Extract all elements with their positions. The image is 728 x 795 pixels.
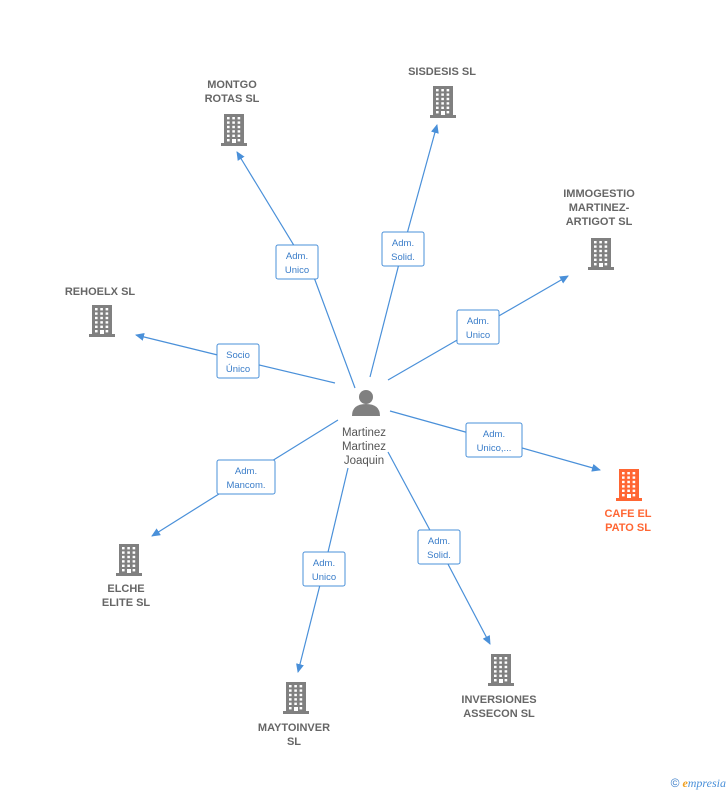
company-label-inversiones: INVERSIONES ASSECON SL (461, 694, 536, 720)
nodes-layer: MONTGO ROTAS SL SISDESIS SL IMMOGESTIO MARTI… (65, 66, 652, 748)
role-box-inversiones[interactable]: Adm. Solid. (417, 529, 461, 565)
role-text: Único (226, 364, 250, 375)
role-text: Unico (466, 330, 490, 341)
building-icon-cafe[interactable] (616, 469, 642, 501)
building-icon-maytoinver[interactable] (283, 682, 309, 714)
company-label-rehoelx: REHOELX SL (65, 286, 136, 298)
role-text: Unico (285, 265, 309, 276)
edges-layer: Adm.UnicoAdm.Solid.Adm.UnicoSocioÚnicoAd… (135, 124, 601, 673)
footer-brand: ©empresia (671, 776, 726, 791)
role-text: Adm. (392, 238, 414, 249)
company-label-inversiones-line: ASSECON SL (463, 708, 535, 720)
company-label-maytoinver-line: SL (287, 736, 301, 748)
company-label-montgo: MONTGO ROTAS SL (205, 79, 260, 105)
role-text: Adm. (235, 466, 257, 477)
building-icon-rehoelx[interactable] (89, 305, 115, 337)
role-text: Socio (226, 350, 250, 361)
brand-initial: e (682, 776, 688, 790)
role-text: Unico (312, 572, 336, 583)
brand-name: mpresia (687, 776, 726, 790)
role-text: Solid. (391, 252, 415, 263)
role-box-sisdesis[interactable]: Adm. Solid. (381, 231, 425, 267)
company-label-inversiones-line: INVERSIONES (461, 694, 536, 706)
role-text: Mancom. (226, 480, 265, 491)
role-box-cafe[interactable]: Adm. Unico,... (465, 422, 523, 458)
company-label-cafe: CAFE EL PATO SL (604, 508, 651, 534)
role-box-maytoinver[interactable]: Adm. Unico (302, 551, 346, 587)
edge-montgo (236, 151, 356, 389)
role-text: Adm. (483, 429, 505, 440)
company-label-immogestio-line: ARTIGOT SL (566, 216, 633, 228)
role-text: Solid. (427, 550, 451, 561)
role-box-immogestio[interactable]: Adm. Unico (456, 309, 500, 345)
company-label-maytoinver-line: MAYTOINVER (258, 722, 330, 734)
company-label-elche: ELCHE ELITE SL (102, 583, 151, 609)
building-icon-immogestio[interactable] (588, 238, 614, 270)
role-text: Unico,... (477, 443, 512, 454)
building-icon-elche[interactable] (116, 544, 142, 576)
role-text: Adm. (286, 251, 308, 262)
person-name-line: Martinez (342, 427, 386, 439)
role-text: Adm. (313, 558, 335, 569)
company-label-immogestio: IMMOGESTIO MARTINEZ- ARTIGOT SL (563, 188, 635, 228)
copyright-icon: © (670, 776, 680, 790)
building-icon-sisdesis[interactable] (430, 86, 456, 118)
role-box-montgo[interactable]: Adm. Unico (275, 244, 319, 280)
building-icon-montgo[interactable] (221, 114, 247, 146)
company-label-sisdesis-line: SISDESIS SL (408, 66, 476, 78)
company-label-immogestio-line: MARTINEZ- (569, 202, 630, 214)
company-label-maytoinver: MAYTOINVER SL (258, 722, 330, 748)
role-box-elche[interactable]: Adm. Mancom. (216, 459, 276, 495)
company-label-elche-line: ELITE SL (102, 597, 151, 609)
person-icon[interactable] (352, 390, 380, 416)
person-name-line: Martinez (342, 441, 386, 453)
company-label-elche-line: ELCHE (107, 583, 144, 595)
company-label-immogestio-line: IMMOGESTIO (563, 188, 635, 200)
person-name-line: Joaquin (344, 455, 384, 467)
company-label-cafe-line: PATO SL (605, 522, 651, 534)
company-label-montgo-line: ROTAS SL (205, 93, 260, 105)
company-label-montgo-line: MONTGO (207, 79, 257, 91)
company-label-cafe-line: CAFE EL (604, 508, 651, 520)
building-icon-inversiones[interactable] (488, 654, 514, 686)
role-text: Adm. (428, 536, 450, 547)
company-label-rehoelx-line: REHOELX SL (65, 286, 136, 298)
company-label-sisdesis: SISDESIS SL (408, 66, 476, 78)
role-text: Adm. (467, 316, 489, 327)
